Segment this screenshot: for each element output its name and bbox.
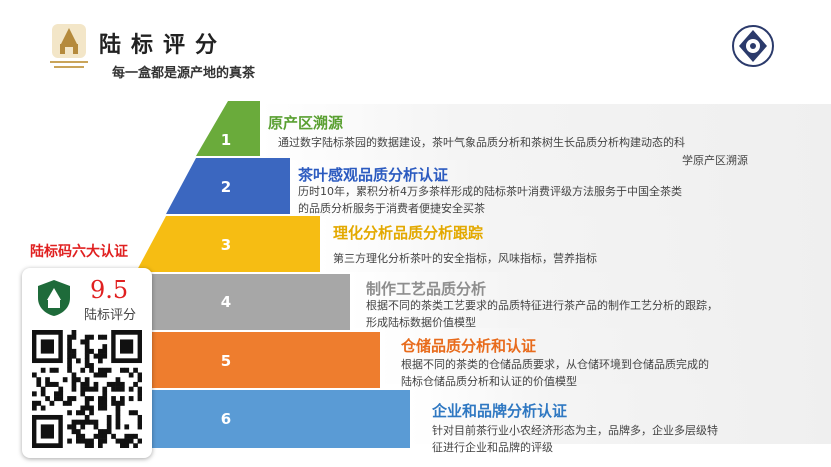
level-number-6: 6 [221, 410, 231, 428]
level-band-5 [380, 328, 831, 384]
level-band-6 [410, 384, 831, 444]
level-number-3: 3 [221, 236, 231, 254]
pyramid-level-3 [136, 216, 320, 272]
pyramid-level-5 [76, 332, 380, 388]
level-number-5: 5 [221, 352, 231, 370]
level-desc-2-line-1: 历时10年，累积分析4万多茶样形成的陆标茶叶消费评级方法服务于中国全茶类 [298, 185, 682, 198]
level-desc-5-line-2: 陆标仓储品质分析和认证的价值模型 [401, 375, 577, 388]
shield-icon [38, 280, 70, 316]
level-title-3: 理化分析品质分析跟踪 [333, 224, 484, 242]
level-band-3 [320, 216, 831, 272]
pyramid-level-4 [106, 274, 350, 330]
level-desc-5-line-1: 根据不同的茶类的仓储品质要求，从仓储环境到仓储品质完成的 [401, 358, 709, 371]
level-number-4: 4 [221, 293, 231, 311]
rating-score: 9.5 [90, 276, 129, 304]
level-desc-4-line-2: 形成陆标数据价值模型 [366, 316, 476, 329]
level-desc-3-line-1: 第三方理化分析茶叶的安全指标，风味指标，营养指标 [333, 252, 597, 265]
level-title-4: 制作工艺品质分析 [366, 280, 487, 298]
certification-title: 陆标码六大认证 [30, 244, 128, 260]
rating-label: 陆标评分 [84, 308, 137, 323]
level-band-1 [260, 104, 831, 160]
partner-logo [731, 24, 775, 68]
level-band-2 [290, 160, 831, 216]
level-title-5: 仓储品质分析和认证 [401, 337, 537, 355]
level-desc-6-line-2: 征进行企业和品牌的评级 [432, 441, 553, 454]
qr-code[interactable] [32, 330, 142, 448]
level-desc-6-line-1: 针对目前茶行业小农经济形态为主，品牌多，企业多层级特 [432, 424, 718, 437]
pyramid-level-2 [166, 158, 290, 214]
pyramid-level-1 [196, 101, 260, 156]
level-title-2: 茶叶感观品质分析认证 [298, 166, 449, 184]
level-title-1: 原产区溯源 [268, 114, 344, 132]
level-desc-1-line-1: 通过数字陆标茶园的数据建设，茶叶气象品质分析和茶树生长品质分析构建动态的科 [278, 136, 685, 149]
level-desc-1-line-2: 学原产区溯源 [682, 154, 748, 167]
page-title: 陆标评分 [99, 33, 228, 58]
brand-logo [46, 22, 92, 72]
page-subtitle: 每一盒都是源产地的真茶 [112, 66, 256, 81]
level-number-2: 2 [221, 178, 231, 196]
level-desc-2-line-2: 的品质分析服务于消费者便捷安全买茶 [298, 202, 485, 215]
level-number-1: 1 [221, 131, 231, 149]
certification-card: 9.5 陆标评分 [22, 268, 152, 458]
level-title-6: 企业和品牌分析认证 [432, 402, 568, 420]
level-desc-4-line-1: 根据不同的茶类工艺要求的品质特征进行茶产品的制作工艺分析的跟踪， [366, 299, 718, 312]
level-band-4 [350, 272, 831, 328]
